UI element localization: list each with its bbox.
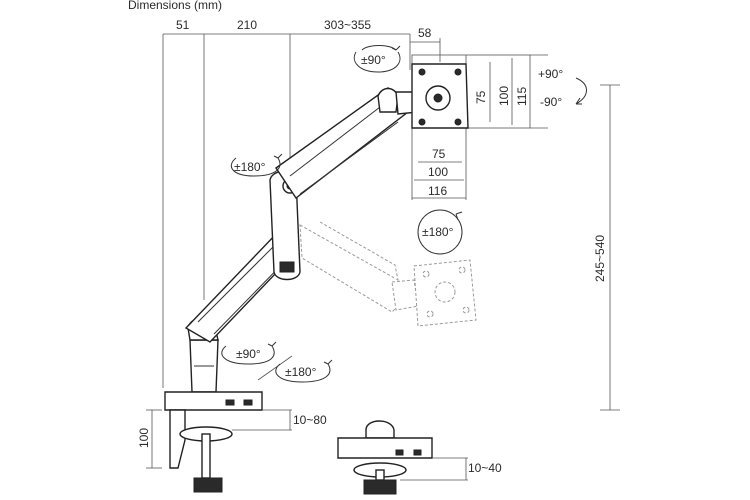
dim-58: 58 — [418, 26, 432, 40]
dim-303-355: 303~355 — [324, 18, 371, 32]
tilt-down-label: -90° — [540, 95, 562, 109]
grommet-knob — [363, 479, 397, 495]
middle-joint — [269, 170, 301, 281]
rotation-head-swivel — [353, 45, 401, 73]
rotation-head-rotate — [417, 209, 463, 255]
dim-51: 51 — [176, 18, 190, 32]
vesa-v-75: 75 — [474, 90, 488, 104]
desk-clamp-mount — [146, 391, 292, 493]
clamp-knob — [193, 477, 223, 493]
vesa-v-100: 100 — [497, 86, 511, 106]
tilt-up-label: +90° — [538, 67, 563, 81]
ghost-vesa-plate — [413, 259, 477, 327]
rotation-head-swivel-label: ±90° — [361, 53, 386, 67]
clamp-range-label: 10~80 — [293, 413, 327, 427]
diagram-title: Dimensions (mm) — [128, 0, 222, 12]
ghost-arm-position — [299, 221, 477, 327]
monitor-arm — [184, 63, 469, 393]
vesa-h-100: 100 — [428, 165, 448, 179]
clamp-height-label: 100 — [137, 428, 151, 448]
tilt-arrow-icon — [575, 77, 587, 105]
rotation-joint-swivel-label: ±180° — [234, 160, 266, 174]
vesa-h-116: 116 — [428, 184, 447, 198]
rotation-joint-swivel — [231, 153, 283, 177]
rotation-arm-swivel — [275, 359, 333, 383]
rotation-arm-swivel-label: ±180° — [285, 365, 317, 379]
top-dimension-lines — [162, 33, 441, 388]
grommet-mount — [337, 420, 468, 495]
height-dimension-line — [600, 84, 620, 411]
vesa-plate — [411, 63, 469, 129]
rotation-head-rotate-label: ±180° — [422, 225, 454, 239]
grommet-range-label: 10~40 — [468, 461, 502, 475]
vesa-v-115: 115 — [515, 87, 529, 106]
rotation-base-swivel-label: ±90° — [236, 347, 261, 361]
vesa-h-75: 75 — [432, 147, 446, 161]
dim-210: 210 — [237, 18, 257, 32]
rotation-base-swivel — [221, 341, 277, 365]
height-range-label: 245~540 — [593, 235, 607, 282]
